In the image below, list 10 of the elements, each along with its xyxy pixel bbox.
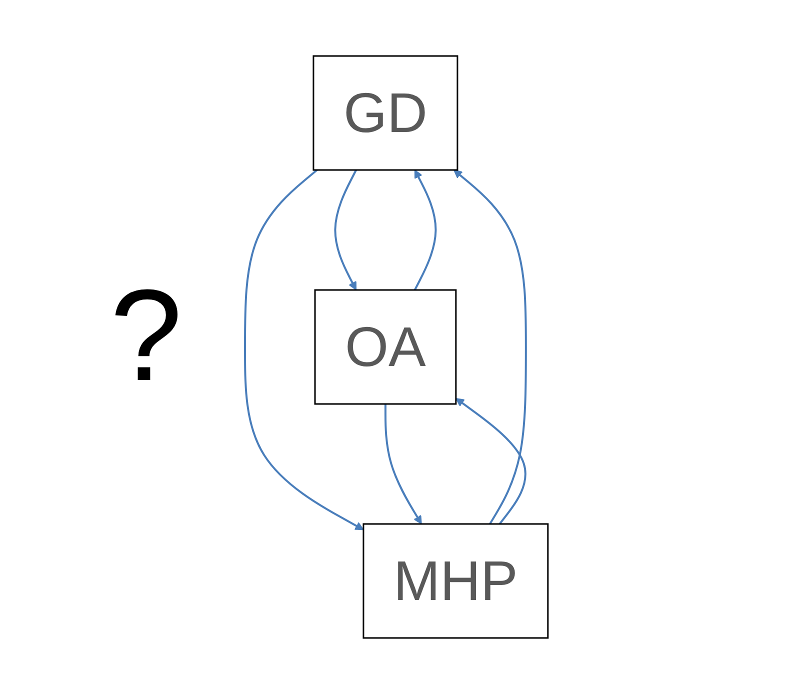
node-box: GD bbox=[312, 55, 458, 171]
arrow bbox=[453, 170, 526, 524]
question-mark-note: ? bbox=[110, 270, 182, 400]
arrow bbox=[413, 170, 436, 290]
node-box: OA bbox=[314, 289, 456, 405]
arrow bbox=[384, 404, 422, 524]
arrow bbox=[244, 169, 364, 530]
arrow bbox=[334, 170, 357, 290]
node-box: MHP bbox=[362, 523, 548, 639]
arrow bbox=[455, 398, 526, 525]
